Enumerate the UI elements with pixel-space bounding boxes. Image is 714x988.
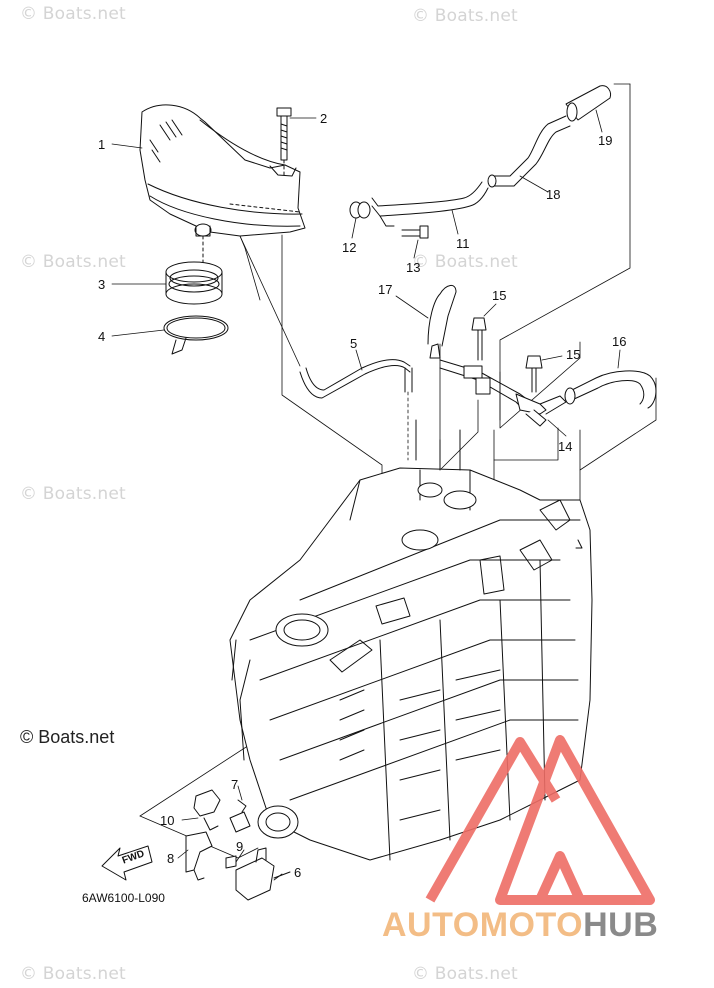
callout-18: 18 — [546, 187, 561, 202]
callout-17: 17 — [378, 282, 393, 297]
callout-10: 10 — [160, 813, 175, 828]
automotohub-logo-text: AUTOMOTOHUB — [382, 906, 712, 946]
hose-5-part — [299, 359, 413, 399]
automotohub-logo-mark — [425, 735, 655, 905]
bolt-15-part — [471, 317, 543, 393]
callout-15b: 15 — [566, 347, 581, 362]
callout-12: 12 — [342, 240, 357, 255]
callout-5: 5 — [350, 336, 358, 351]
hose-11-part — [371, 181, 489, 227]
callout-1: 1 — [98, 137, 106, 152]
watermark: © Boats.net — [412, 252, 518, 272]
logo-text-auto: AUTO — [382, 906, 480, 944]
watermark: © Boats.net — [20, 252, 126, 272]
bolt-13-part — [401, 225, 429, 239]
callout-8: 8 — [167, 851, 175, 866]
watermark: © Boats.net — [20, 4, 126, 24]
callout-6: 6 — [294, 865, 302, 880]
hose-18-part — [487, 115, 571, 188]
callout-16: 16 — [612, 334, 627, 349]
callout-14: 14 — [558, 439, 573, 454]
callout-4: 4 — [98, 329, 106, 344]
engine-block — [229, 419, 593, 861]
callout-19: 19 — [598, 133, 613, 148]
hose-clamp-part — [163, 315, 229, 355]
bracket-sensor-parts — [185, 789, 291, 901]
brand-credit: © Boats.net — [20, 727, 115, 747]
intake-cover-part — [139, 104, 306, 237]
fwd-arrow-icon — [101, 845, 153, 881]
watermark: © Boats.net — [20, 484, 126, 504]
bolt-part — [276, 107, 292, 177]
callout-13: 13 — [406, 260, 421, 275]
callout-2: 2 — [320, 111, 328, 126]
hose-16-part — [564, 370, 657, 409]
hose-17-part — [427, 285, 457, 359]
sleeve-19-part — [565, 85, 611, 122]
watermark: © Boats.net — [412, 6, 518, 26]
callout-15a: 15 — [492, 288, 507, 303]
callout-9: 9 — [236, 839, 244, 854]
diagram-code: 6AW6100-L090 — [82, 891, 165, 905]
callout-3: 3 — [98, 277, 106, 292]
callout-7: 7 — [231, 777, 239, 792]
callout-11: 11 — [456, 236, 470, 251]
pipe-fitting-14-part — [439, 359, 567, 427]
logo-text-hub: HUB — [583, 906, 659, 944]
small-sleeve-part — [349, 201, 371, 219]
watermark: © Boats.net — [20, 964, 126, 984]
logo-text-moto: MOTO — [479, 906, 584, 944]
grommet-part — [165, 235, 223, 305]
watermark: © Boats.net — [412, 964, 518, 984]
